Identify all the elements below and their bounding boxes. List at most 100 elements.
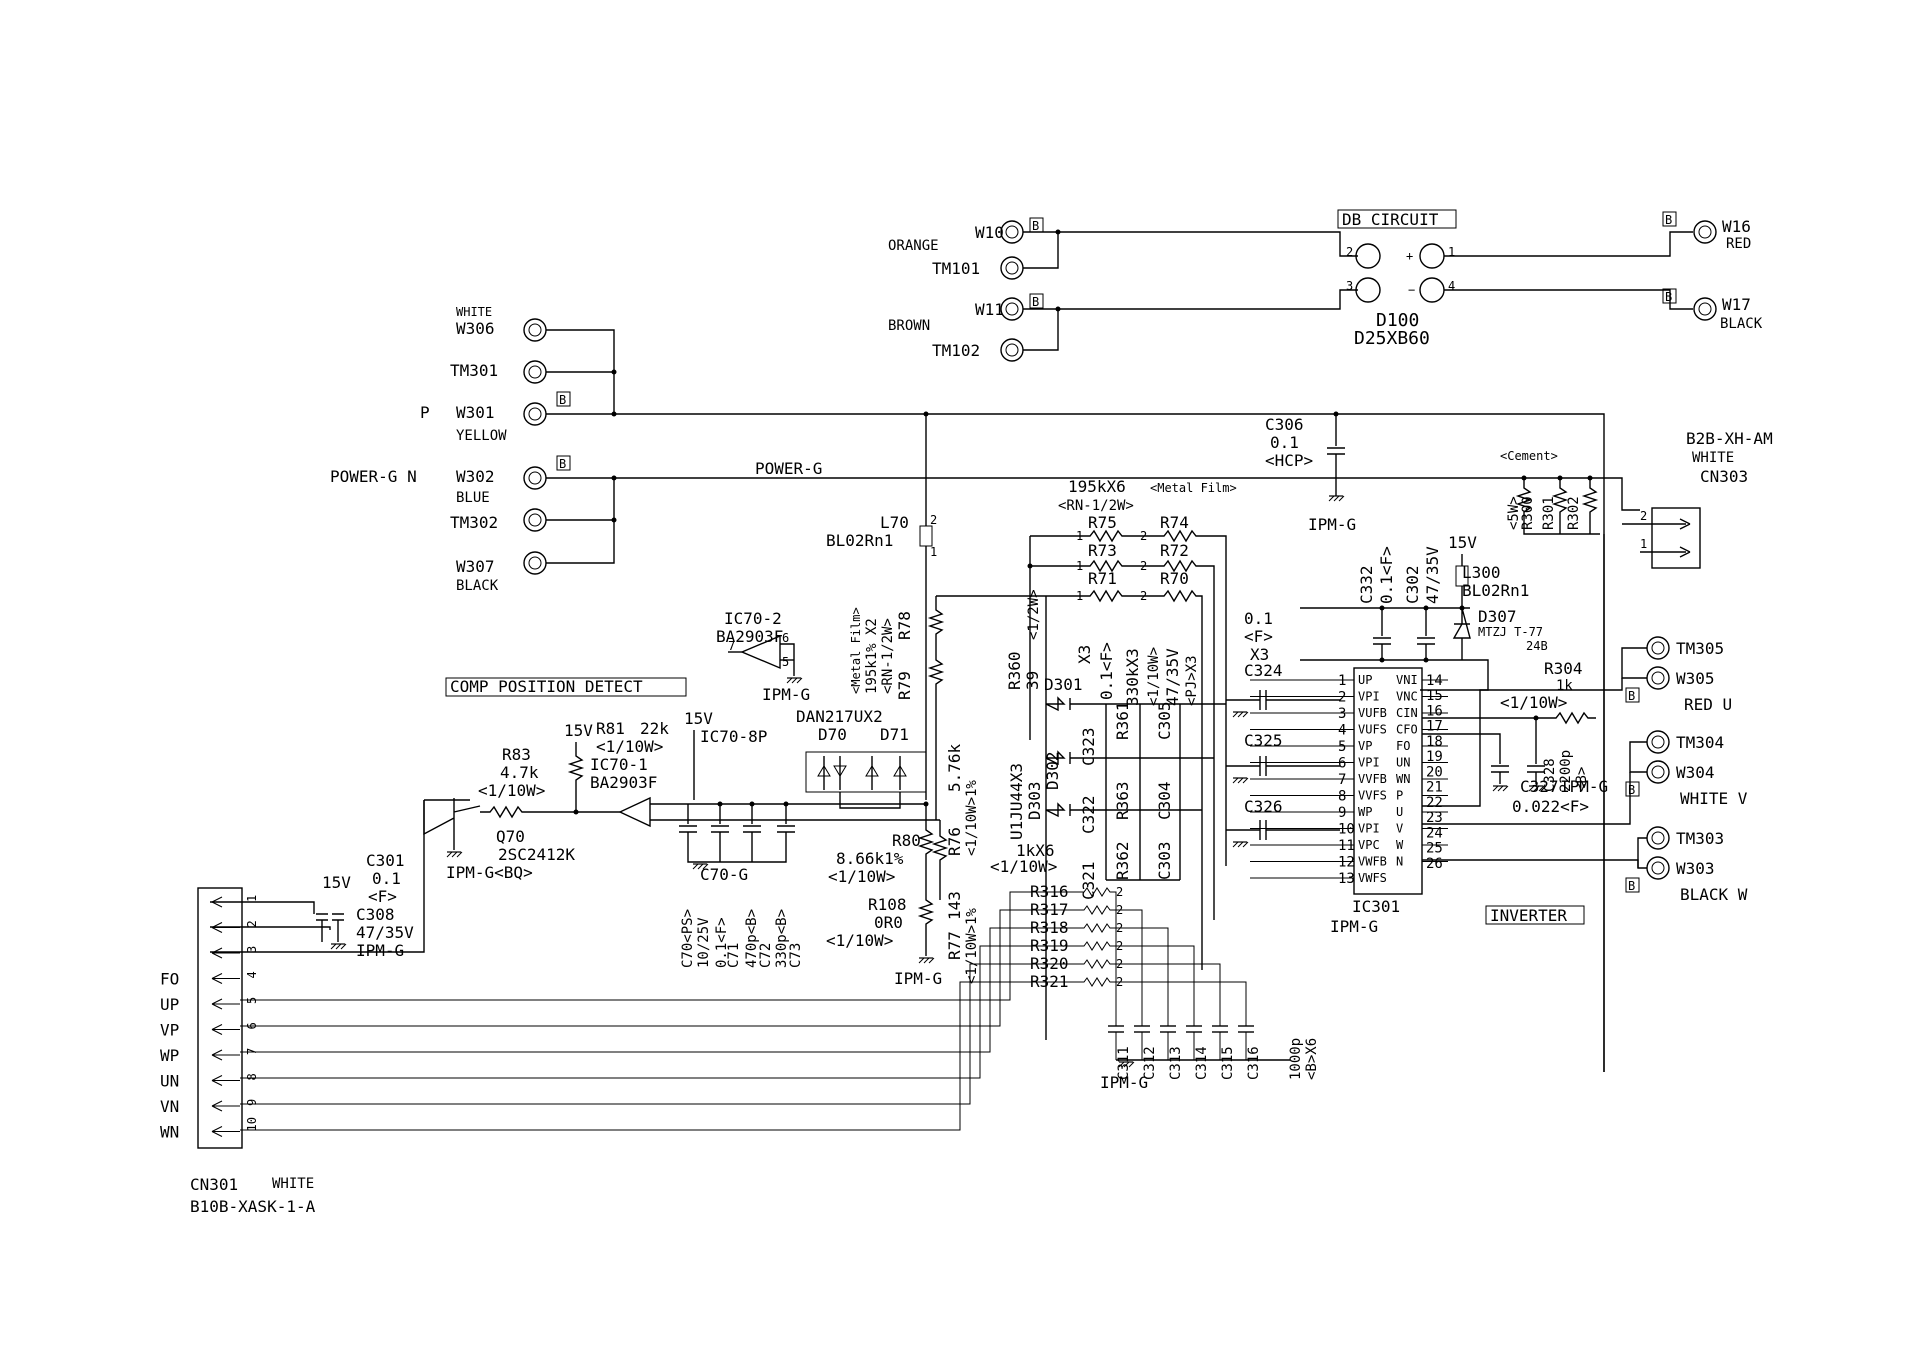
c324-mult: X3: [1250, 645, 1269, 664]
r108-value: 0R0: [874, 913, 903, 932]
white-label: WHITE: [456, 305, 492, 319]
ic70-2-pin: 5: [782, 655, 789, 669]
c311-type: <B>X6: [1304, 1038, 1320, 1080]
r83-rating: <1/10W>: [478, 781, 545, 800]
c328-value: 2200p: [1558, 750, 1574, 792]
ipm-g-label: IPM-G: [762, 685, 810, 704]
r302-ref: R302: [1566, 496, 1582, 530]
d71-ref: D71: [880, 725, 909, 744]
r360-rating: <1/2W>: [1026, 589, 1042, 640]
l70-part: BL02Rn1: [826, 531, 893, 550]
tm101-terminal[interactable]: [1000, 256, 1024, 280]
b-tag: B: [1032, 295, 1039, 309]
w16-label: W16: [1722, 217, 1751, 236]
blue-label: BLUE: [456, 490, 490, 506]
w17-terminal[interactable]: [1693, 297, 1717, 321]
c311-ref: C313: [1168, 1046, 1184, 1080]
r316-row-wire: [1030, 887, 1117, 1026]
c311-ref: C312: [1142, 1046, 1158, 1080]
w11-terminal[interactable]: [1000, 297, 1024, 321]
b-tag: B: [1628, 689, 1635, 703]
cn303-color: WHITE: [1692, 450, 1734, 466]
w302-terminal[interactable]: [523, 466, 547, 490]
c326-ref: C326: [1244, 797, 1283, 816]
w304-label: W304: [1676, 763, 1715, 782]
cn301-arrow: [211, 973, 223, 984]
r316-row-out: [240, 927, 1030, 1053]
orange-label: ORANGE: [888, 238, 939, 254]
r70-r75-network: 195kX6 <Metal Film> <RN-1/2W> R75 R74 R7…: [1027, 477, 1237, 1040]
ic70-2-part: BA2903F: [716, 627, 783, 646]
tm302-terminal[interactable]: [523, 508, 547, 532]
b-tag: B: [559, 393, 566, 407]
r108-ref: R108: [868, 895, 907, 914]
tm102-terminal[interactable]: [1000, 338, 1024, 362]
ic301-right-num: 21: [1426, 780, 1443, 796]
power-terminals: WHITE W306 TM301 P W301 YELLOW POWER-G N…: [330, 305, 1640, 1072]
r81-value: 22k: [640, 719, 669, 738]
ic301-left-pin: UP: [1358, 673, 1372, 687]
r316-block-value: 1kX6: [1016, 841, 1055, 860]
c71-value: 0.1<F>: [714, 917, 730, 968]
cn301-pin-num: 4: [245, 971, 259, 978]
ic301-left-num: 3: [1338, 706, 1346, 722]
w305-terminal[interactable]: [1646, 666, 1670, 690]
w304-terminal[interactable]: [1646, 760, 1670, 784]
r77-rating: <1/10W>1%: [964, 908, 980, 984]
tm303-terminal[interactable]: [1646, 826, 1670, 850]
ic301-right-pin: FO: [1396, 739, 1410, 753]
tm302-label: TM302: [450, 513, 498, 532]
c328-type: <B>: [1574, 767, 1590, 792]
c301-value: 0.1: [372, 869, 401, 888]
ic301-left-pin: VWFS: [1358, 871, 1387, 885]
red-u-label: RED U: [1684, 695, 1732, 714]
v15-label: 15V: [684, 709, 713, 728]
w306-terminal[interactable]: [523, 318, 547, 342]
c332-ref: C332: [1357, 565, 1376, 604]
brown-label: BROWN: [888, 318, 930, 334]
ic70-2-pin: 7: [728, 639, 735, 653]
r78-type: <Metal Film>: [849, 607, 863, 694]
comp-position-detect: COMP POSITION DETECT DAN217UX2 D70 D71 1…: [210, 677, 980, 988]
tm305-label: TM305: [1676, 639, 1724, 658]
ipm-g-label: IPM-G: [1308, 515, 1356, 534]
c332-value: 0.1<F>: [1377, 546, 1396, 604]
r316-row-pin: 2: [1116, 957, 1123, 971]
c332-l300-d307: C332 0.1<F> C302 47/35V 15V L300 BL02Rn1…: [1300, 533, 1548, 691]
c70-value: 10/25V: [696, 917, 712, 968]
r83-ref: R83: [502, 745, 531, 764]
ic70-8p-ref: IC70-8P: [700, 727, 767, 746]
b-tag: B: [1665, 213, 1672, 227]
w303-terminal[interactable]: [1646, 856, 1670, 880]
w307-terminal[interactable]: [523, 551, 547, 575]
tm304-terminal[interactable]: [1646, 730, 1670, 754]
cn301-pin-num: 6: [245, 1022, 259, 1029]
tm101-label: TM101: [932, 259, 980, 278]
ic301-right-pin: VNC: [1396, 690, 1418, 704]
output-terminals: TM305 W305 RED U TM304 W304 WHITE V TM30…: [1422, 636, 1748, 904]
tm301-terminal[interactable]: [523, 360, 547, 384]
ipm-g-label: IPM-G: [1100, 1073, 1148, 1092]
tm301-label: TM301: [450, 361, 498, 380]
w16-terminal[interactable]: [1693, 220, 1717, 244]
r360-value: 39: [1023, 671, 1042, 690]
cn301-pin-num: 5: [245, 997, 259, 1004]
black-w-label: BLACK W: [1680, 885, 1748, 904]
w301-terminal[interactable]: [523, 402, 547, 426]
r77-value: 143: [945, 891, 964, 920]
b-tag: B: [1628, 783, 1635, 797]
w10-terminal[interactable]: [1000, 220, 1024, 244]
tm304-label: TM304: [1676, 733, 1724, 752]
r76-value: 5.76k: [945, 743, 964, 792]
ic301-right-num: 25: [1426, 841, 1443, 857]
cn301-arrow: [211, 1049, 223, 1061]
tm305-terminal[interactable]: [1646, 636, 1670, 660]
c324-type: <F>: [1244, 627, 1273, 646]
ic301-left-num: 8: [1338, 789, 1346, 805]
r316-row-pin: 2: [1116, 939, 1123, 953]
r83-value: 4.7k: [500, 763, 539, 782]
r316-row-wire: [1030, 959, 1221, 1026]
cn301-signal: WP: [160, 1046, 179, 1065]
